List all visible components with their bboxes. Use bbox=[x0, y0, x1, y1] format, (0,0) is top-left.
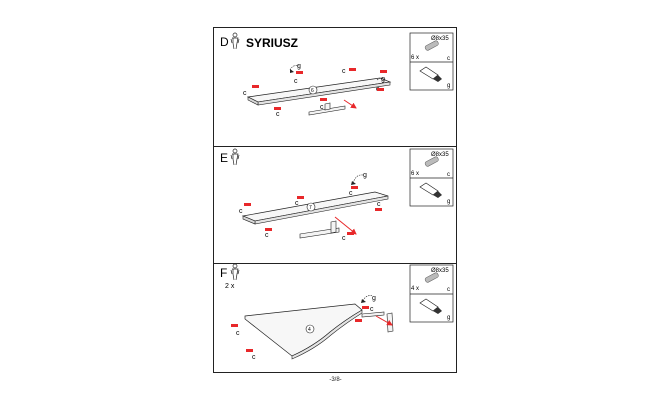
glue-bottle-icon bbox=[419, 298, 442, 314]
dowel-icon bbox=[424, 272, 439, 283]
dowel-qty: 6 x bbox=[411, 171, 419, 177]
step-letter: E bbox=[220, 151, 228, 165]
product-name: SYRIUSZ bbox=[246, 36, 298, 50]
dowel-marker bbox=[265, 228, 272, 231]
glue-callout bbox=[361, 295, 374, 303]
shelf-panel: 7 bbox=[241, 191, 389, 225]
dowel-icon bbox=[424, 40, 439, 51]
section-f: F 2 x Ø8x35 4 x c g 4 bbox=[220, 263, 454, 361]
dowel-marker bbox=[377, 88, 384, 91]
arrow-icon bbox=[334, 216, 357, 235]
callout-c: c bbox=[342, 235, 346, 242]
dowel-marker bbox=[349, 68, 356, 71]
glue-label: g bbox=[447, 83, 450, 89]
callout-c: c bbox=[252, 354, 256, 361]
callout-c: c bbox=[239, 208, 243, 215]
dowel-code: c bbox=[447, 287, 450, 293]
dowel-marker bbox=[351, 186, 358, 189]
step-letter: D bbox=[220, 35, 229, 49]
dowel-marker bbox=[320, 98, 327, 101]
dowel-code: c bbox=[447, 172, 450, 178]
hardware-box: Ø8x35 6 x c g bbox=[409, 32, 454, 91]
section-e: E Ø8x35 6 x c g 7 bbox=[220, 148, 454, 242]
quantity-multiplier: 2 x bbox=[225, 283, 235, 290]
dowel-marker bbox=[380, 70, 387, 73]
leg-support bbox=[361, 311, 394, 333]
glue-callout bbox=[376, 77, 387, 81]
desk-top-panel: 4 bbox=[244, 303, 363, 360]
section-d: D SYRIUSZ Ø8x35 6 x c g bbox=[220, 32, 454, 118]
glue-bottle-icon bbox=[419, 66, 442, 82]
callout-g: g bbox=[381, 76, 385, 83]
callout-c: c bbox=[370, 306, 374, 313]
dowel-marker bbox=[297, 196, 304, 199]
dowel-marker bbox=[296, 71, 303, 74]
callout-c: c bbox=[243, 90, 247, 97]
dowel-marker bbox=[274, 107, 281, 110]
part-number: 4 bbox=[308, 327, 311, 333]
dowel-code: c bbox=[447, 56, 450, 62]
dowel-marker bbox=[355, 319, 362, 322]
callout-c: c bbox=[295, 200, 299, 207]
arrow-icon bbox=[343, 99, 357, 109]
glue-callout bbox=[289, 65, 300, 73]
dowel-size: Ø8x35 bbox=[431, 152, 449, 158]
dowel-marker bbox=[252, 85, 259, 88]
glue-label: g bbox=[447, 199, 450, 205]
glue-label: g bbox=[447, 315, 450, 321]
dowel-qty: 6 x bbox=[411, 55, 419, 61]
section-divider bbox=[214, 146, 456, 147]
person-icon bbox=[230, 263, 240, 281]
dowel-marker bbox=[375, 208, 382, 211]
callout-g: g bbox=[372, 295, 376, 302]
section-divider bbox=[214, 263, 456, 264]
step-letter: F bbox=[220, 266, 227, 280]
callout-c: c bbox=[265, 232, 269, 239]
dowel-marker bbox=[231, 324, 238, 327]
glue-bottle-icon bbox=[419, 182, 442, 198]
callout-c: c bbox=[294, 78, 298, 85]
hardware-box: Ø8x35 4 x c g bbox=[409, 264, 454, 323]
part-number: 6 bbox=[311, 88, 314, 94]
dowel-marker bbox=[362, 306, 369, 309]
glue-callout bbox=[351, 174, 364, 185]
callout-c: c bbox=[377, 201, 381, 208]
person-icon bbox=[230, 32, 240, 50]
dowel-size: Ø8x35 bbox=[431, 36, 449, 42]
leg-support bbox=[308, 102, 346, 116]
hardware-box: Ø8x35 6 x c g bbox=[409, 148, 454, 207]
part-number: 7 bbox=[309, 205, 312, 211]
callout-c: c bbox=[342, 68, 346, 75]
leg-support bbox=[299, 220, 340, 239]
callout-g: g bbox=[297, 63, 301, 70]
dowel-size: Ø8x35 bbox=[431, 268, 449, 274]
page-number: -3/8- bbox=[329, 377, 342, 383]
dowel-qty: 4 x bbox=[411, 286, 419, 292]
instruction-frame bbox=[213, 27, 457, 373]
callout-c: c bbox=[236, 330, 240, 337]
dowel-icon bbox=[424, 156, 439, 167]
dowel-marker bbox=[244, 203, 251, 206]
arrow-icon bbox=[375, 315, 393, 326]
callout-c: c bbox=[276, 111, 280, 118]
callout-c: c bbox=[320, 104, 324, 111]
callout-c: c bbox=[349, 190, 353, 197]
callout-g: g bbox=[363, 172, 367, 179]
dowel-marker bbox=[246, 349, 253, 352]
shelf-panel: 6 bbox=[246, 77, 392, 106]
dowel-marker bbox=[347, 232, 354, 235]
person-icon bbox=[230, 148, 240, 166]
